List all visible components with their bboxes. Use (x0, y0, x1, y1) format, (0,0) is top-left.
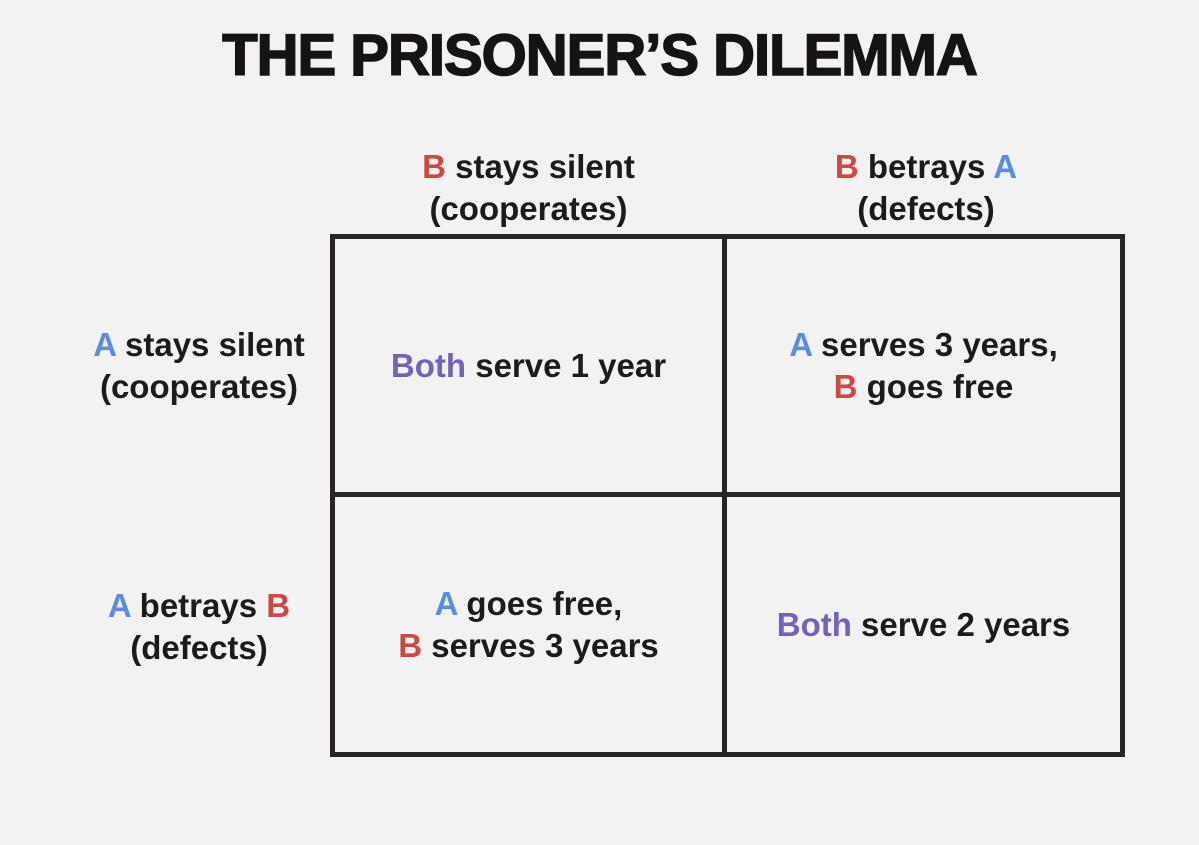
text-segment: betrays (858, 148, 994, 185)
player-b-letter: B (833, 367, 858, 405)
column-header-b-defects: B betrays A (defects) (727, 133, 1125, 234)
text-segment: serve 2 years (851, 605, 1071, 643)
column-header-line: (cooperates) (429, 188, 627, 230)
player-a-letter: A (993, 148, 1018, 185)
player-a-letter: A (789, 325, 812, 363)
player-b-letter: B (834, 148, 859, 185)
page-title: THE PRISONER’S DILEMMA (221, 22, 978, 89)
player-a-letter: A (107, 587, 131, 624)
text-segment: serves 3 years (422, 626, 659, 664)
player-a-letter: A (434, 584, 458, 622)
cell-both-defect: Both serve 2 years (727, 497, 1125, 757)
cell-a-defects-b-cooperates: A goes free, B serves 3 years (330, 497, 727, 757)
row-header-a-cooperates: A stays silent (cooperates) (74, 234, 330, 497)
matrix-corner-spacer (74, 133, 330, 234)
text-segment: betrays (130, 587, 267, 624)
cell-a-cooperates-b-defects: A serves 3 years, B goes free (727, 234, 1125, 497)
payoff-matrix: B stays silent (cooperates) B betrays A … (74, 133, 1125, 757)
text-segment: serves 3 years, (811, 325, 1058, 363)
cell-both-cooperate: Both serve 1 year (330, 234, 727, 497)
row-header-line: A stays silent (93, 324, 305, 366)
text-segment: stays silent (445, 148, 635, 185)
row-header-line: A betrays B (108, 585, 290, 627)
text-segment: goes free, (457, 584, 623, 622)
player-b-letter: B (266, 587, 291, 624)
text-segment: (defects) (857, 190, 995, 227)
text-segment: stays silent (115, 325, 305, 363)
cell-line: A serves 3 years, (789, 324, 1058, 366)
cell-line: Both serve 1 year (391, 345, 666, 387)
column-header-line: (defects) (857, 188, 995, 230)
player-a-letter: A (93, 325, 116, 363)
cell-line: A goes free, (435, 583, 623, 625)
player-b-letter: B (422, 148, 446, 185)
column-header-b-cooperates: B stays silent (cooperates) (330, 133, 727, 234)
player-b-letter: B (398, 626, 423, 664)
row-header-a-defects: A betrays B (defects) (74, 497, 330, 757)
text-segment: (cooperates) (99, 367, 299, 405)
both-word: Both (776, 605, 852, 643)
text-segment: goes free (857, 367, 1014, 405)
row-header-line: (cooperates) (100, 366, 298, 408)
column-header-line: B stays silent (422, 146, 635, 188)
column-header-line: B betrays A (835, 146, 1017, 188)
cell-line: B goes free (834, 366, 1014, 408)
text-segment: (cooperates) (429, 190, 628, 227)
text-segment: (defects) (130, 629, 268, 666)
cell-line: Both serve 2 years (777, 604, 1071, 646)
text-segment: serve 1 year (466, 346, 667, 384)
both-word: Both (390, 346, 467, 384)
row-header-line: (defects) (130, 627, 268, 669)
cell-line: B serves 3 years (398, 625, 659, 667)
